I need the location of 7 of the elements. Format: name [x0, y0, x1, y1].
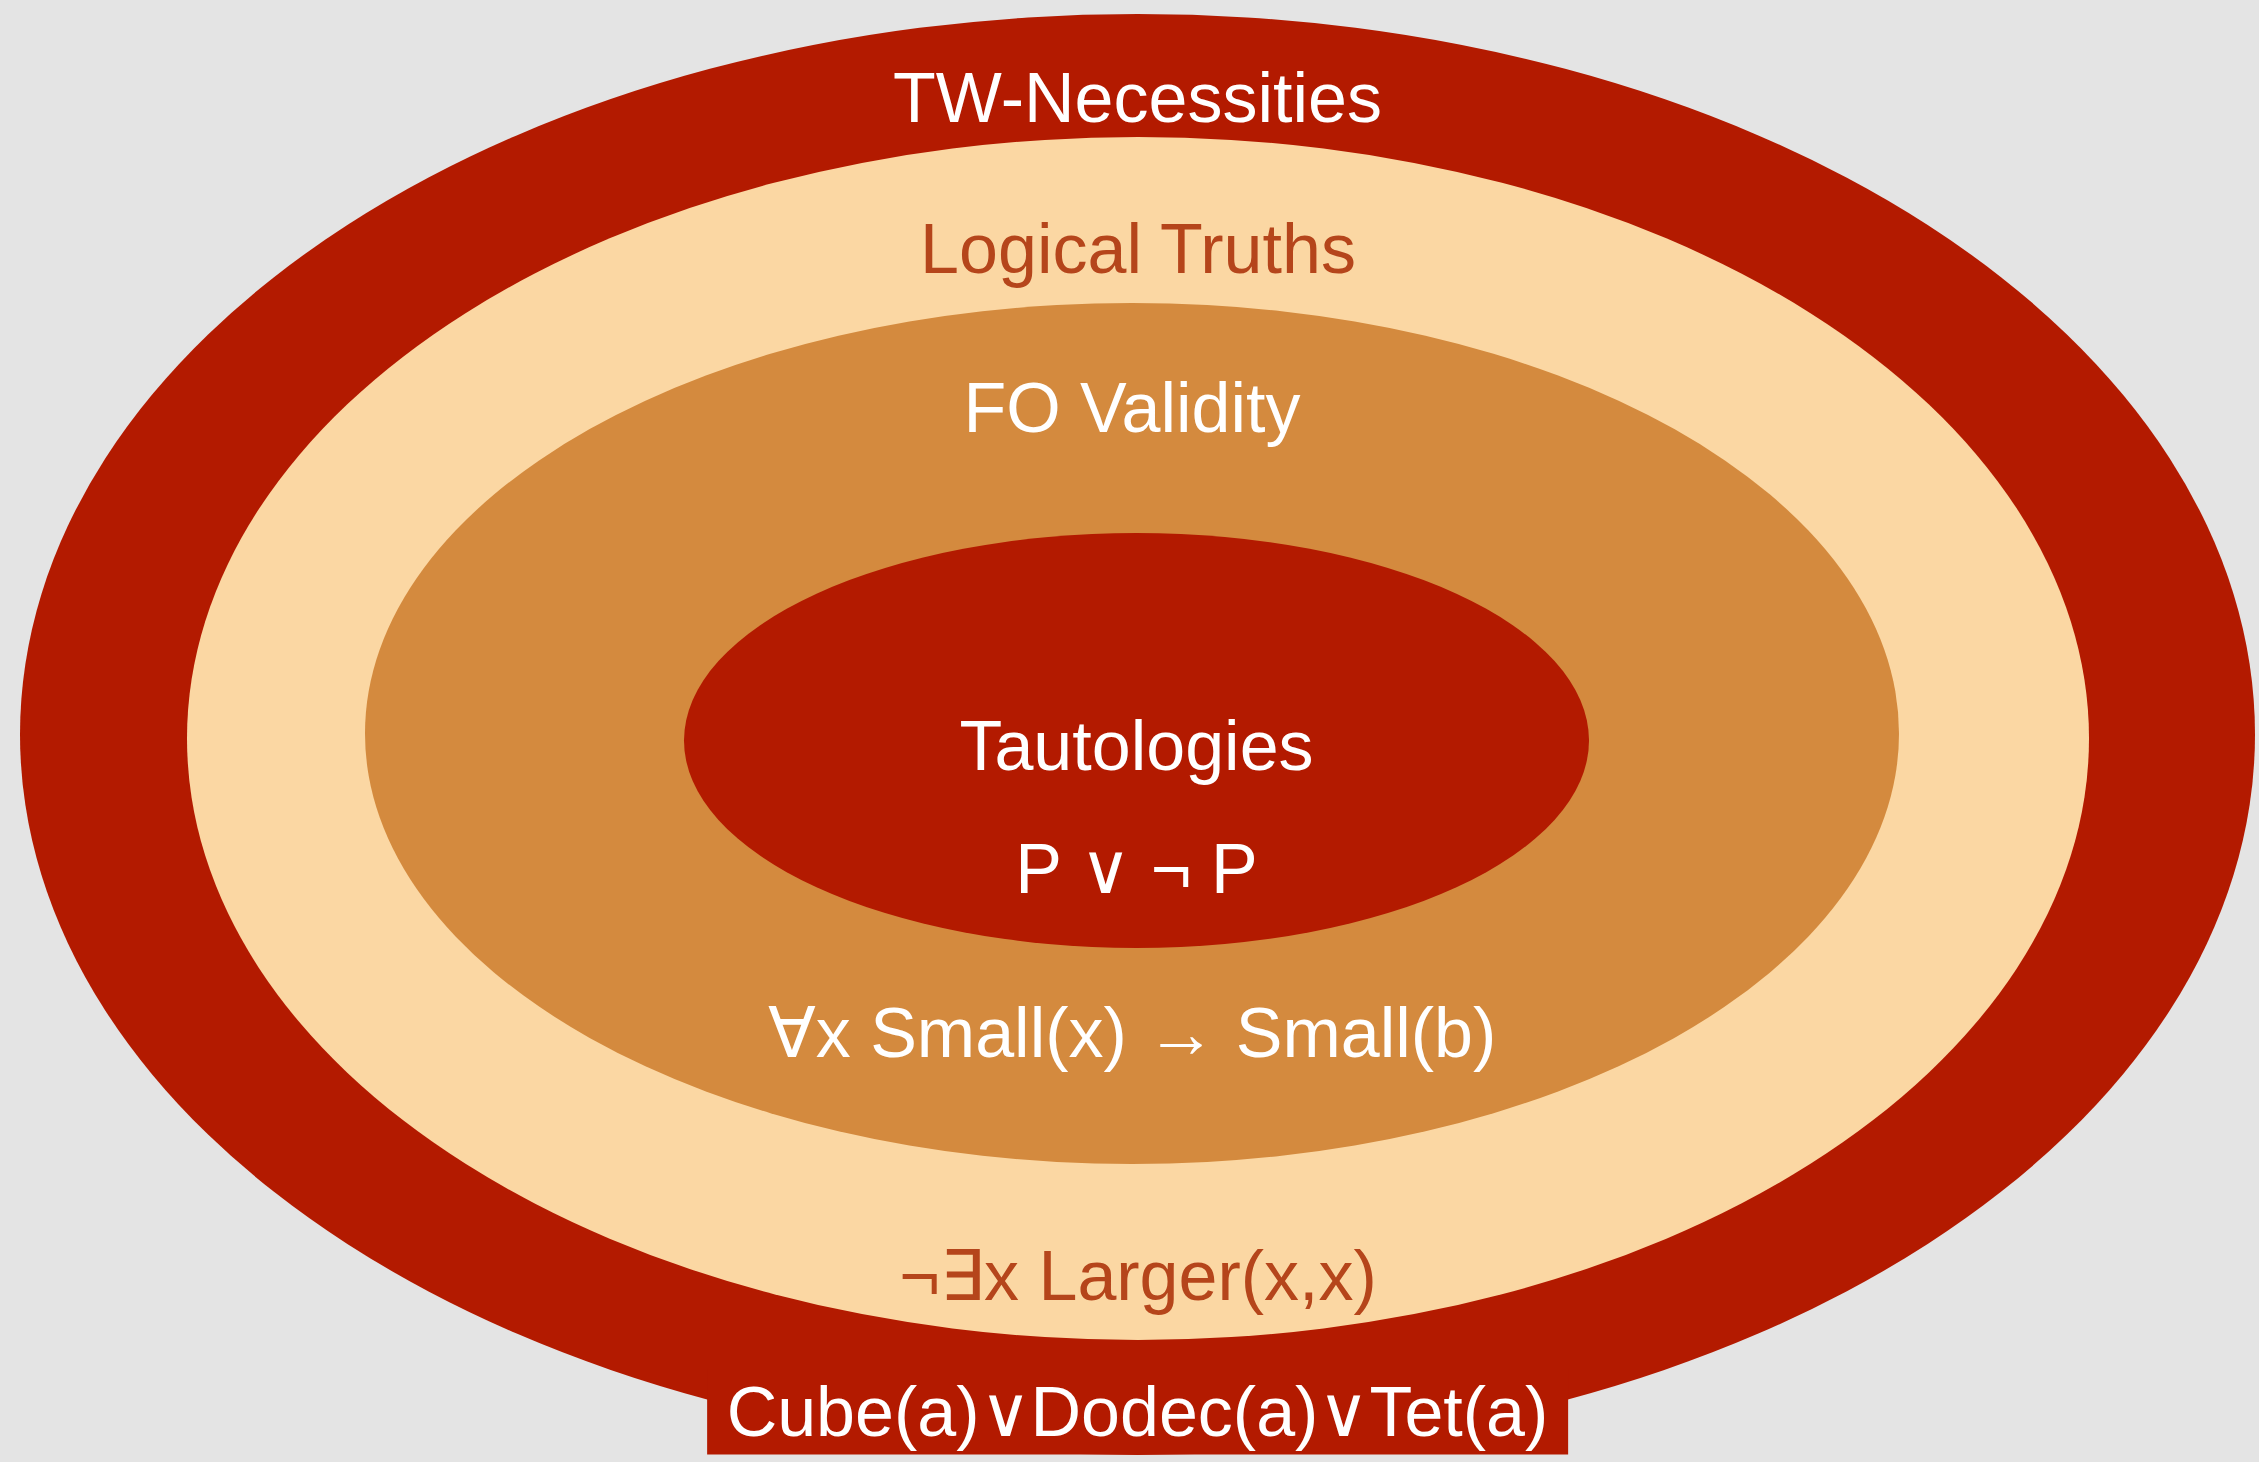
example-formula: P ∨ ¬ P: [1015, 830, 1258, 908]
example-formula: ∀x Small(x) → Small(b): [767, 994, 1497, 1072]
set-label: Tautologies: [959, 707, 1314, 785]
set-label: FO Validity: [963, 369, 1301, 447]
set-label: Logical Truths: [920, 210, 1356, 288]
example-formula: ¬∃x Larger(x,x): [899, 1237, 1377, 1315]
set-label: TW-Necessities: [893, 59, 1382, 137]
